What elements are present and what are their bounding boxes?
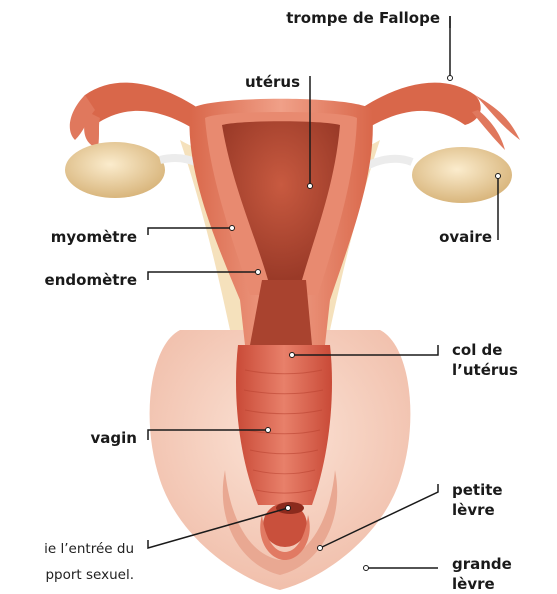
label-endometre: endomètre: [45, 272, 137, 289]
label-grande-line1: grande: [452, 556, 512, 573]
vagina: [236, 345, 332, 505]
label-grande-line2: lèvre: [452, 576, 495, 593]
label-vagin: vagin: [91, 430, 137, 447]
label-myometre: myomètre: [51, 229, 137, 246]
caption-line1: ie l’entrée du: [44, 540, 134, 559]
label-petite-line2: lèvre: [452, 502, 495, 519]
label-col-line2: l’utérus: [452, 362, 518, 379]
label-trompe-de-fallope: trompe de Fallope: [286, 10, 440, 27]
label-ovaire: ovaire: [439, 229, 492, 246]
caption-line2: pport sexuel.: [45, 566, 134, 585]
label-petite-line1: petite: [452, 482, 503, 499]
left-ovary: [65, 142, 165, 198]
label-col-line1: col de: [452, 342, 502, 359]
label-uterus: utérus: [245, 74, 300, 91]
